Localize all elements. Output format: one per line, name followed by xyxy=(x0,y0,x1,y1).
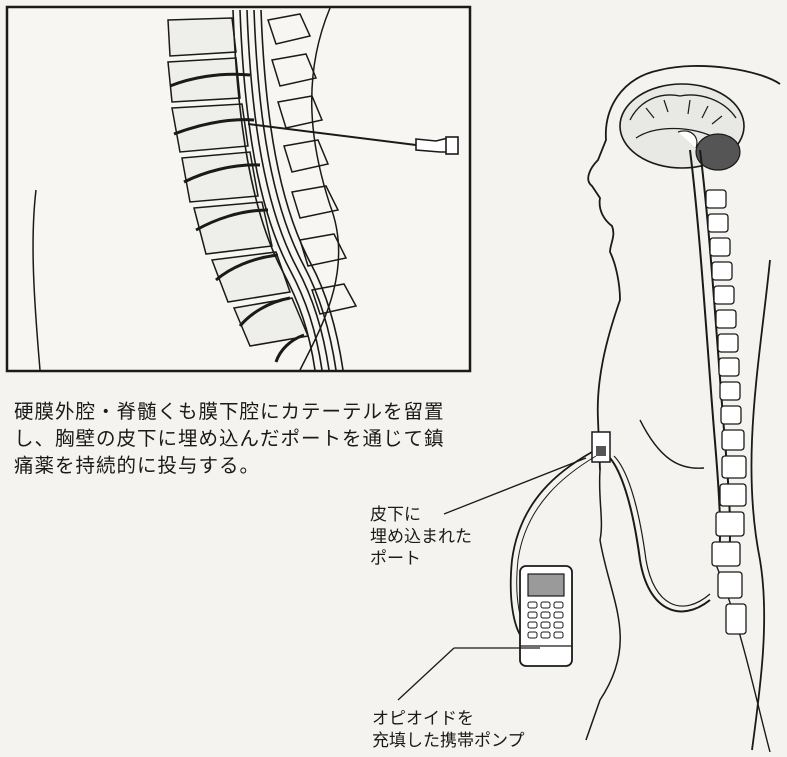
caption: 硬膜外腔・脊髄くも膜下腔にカテーテルを留置 し、胸壁の皮下に埋め込んだポートを通… xyxy=(14,398,445,479)
catheter xyxy=(610,458,710,611)
pump-leader-line xyxy=(398,648,454,700)
port-label-line: ポート xyxy=(370,548,472,570)
brain xyxy=(620,84,744,170)
pump-label-line: 充填した携帯ポンプ xyxy=(372,730,525,752)
port-label: 皮下に 埋め込まれた ポート xyxy=(370,504,472,570)
caption-line: し、胸壁の皮下に埋め込んだポートを通じて鎮 xyxy=(14,425,445,452)
port-label-line: 皮下に xyxy=(370,504,472,526)
portable-pump-icon xyxy=(520,566,572,666)
inset-panel xyxy=(7,7,470,371)
spinal-cord-figure xyxy=(690,150,720,560)
port-device xyxy=(592,432,610,462)
caption-line: 硬膜外腔・脊髄くも膜下腔にカテーテルを留置 xyxy=(14,398,445,425)
caption-line: 痛薬を持続的に投与する。 xyxy=(14,452,445,479)
port-label-line: 埋め込まれた xyxy=(370,526,472,548)
pump-label-line: オピオイドを xyxy=(372,708,525,730)
pump-label: オピオイドを 充填した携帯ポンプ xyxy=(372,708,525,752)
